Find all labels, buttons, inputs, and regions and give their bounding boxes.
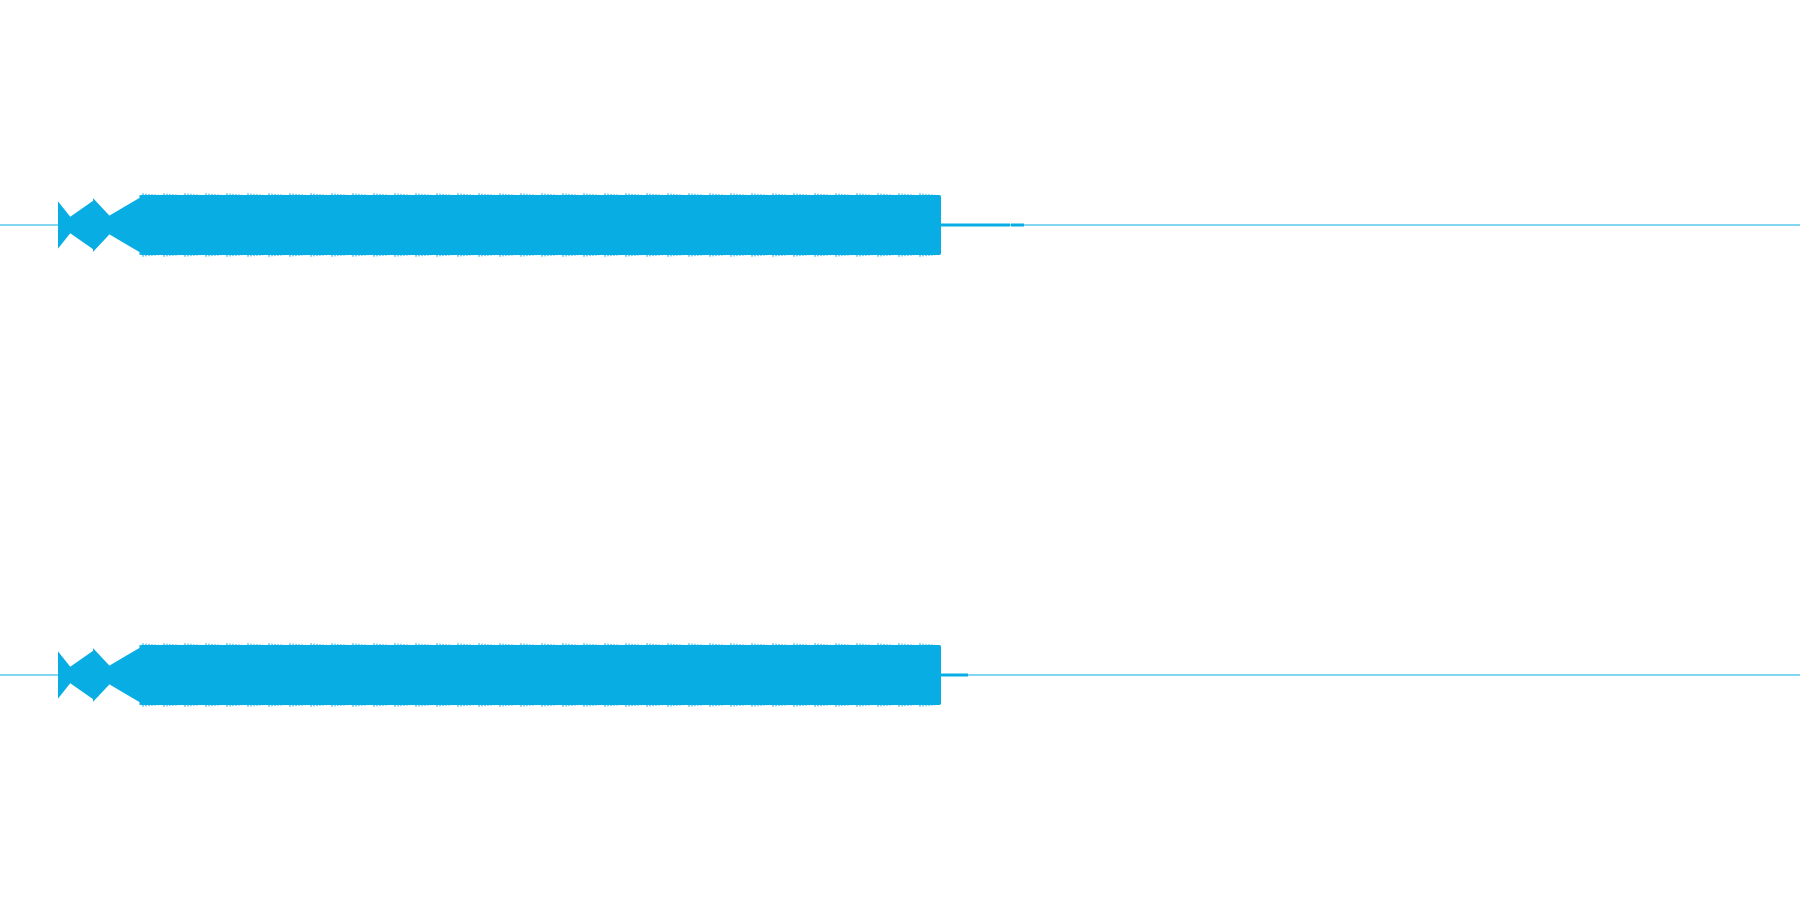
attack-pulse [58,200,93,250]
sustained-tone-fringe [139,193,939,257]
release-tail [941,223,1010,227]
channel-right-waveform [0,643,1800,707]
sustained-tone-fringe [139,643,939,707]
channel-left-waveform [0,193,1800,257]
release-tail [941,673,968,677]
attack-pulse [93,197,140,253]
sustained-tone [140,195,941,255]
blip [1011,223,1024,227]
sustained-tone [140,645,941,705]
attack-pulse [58,650,93,700]
attack-pulse [93,647,140,703]
